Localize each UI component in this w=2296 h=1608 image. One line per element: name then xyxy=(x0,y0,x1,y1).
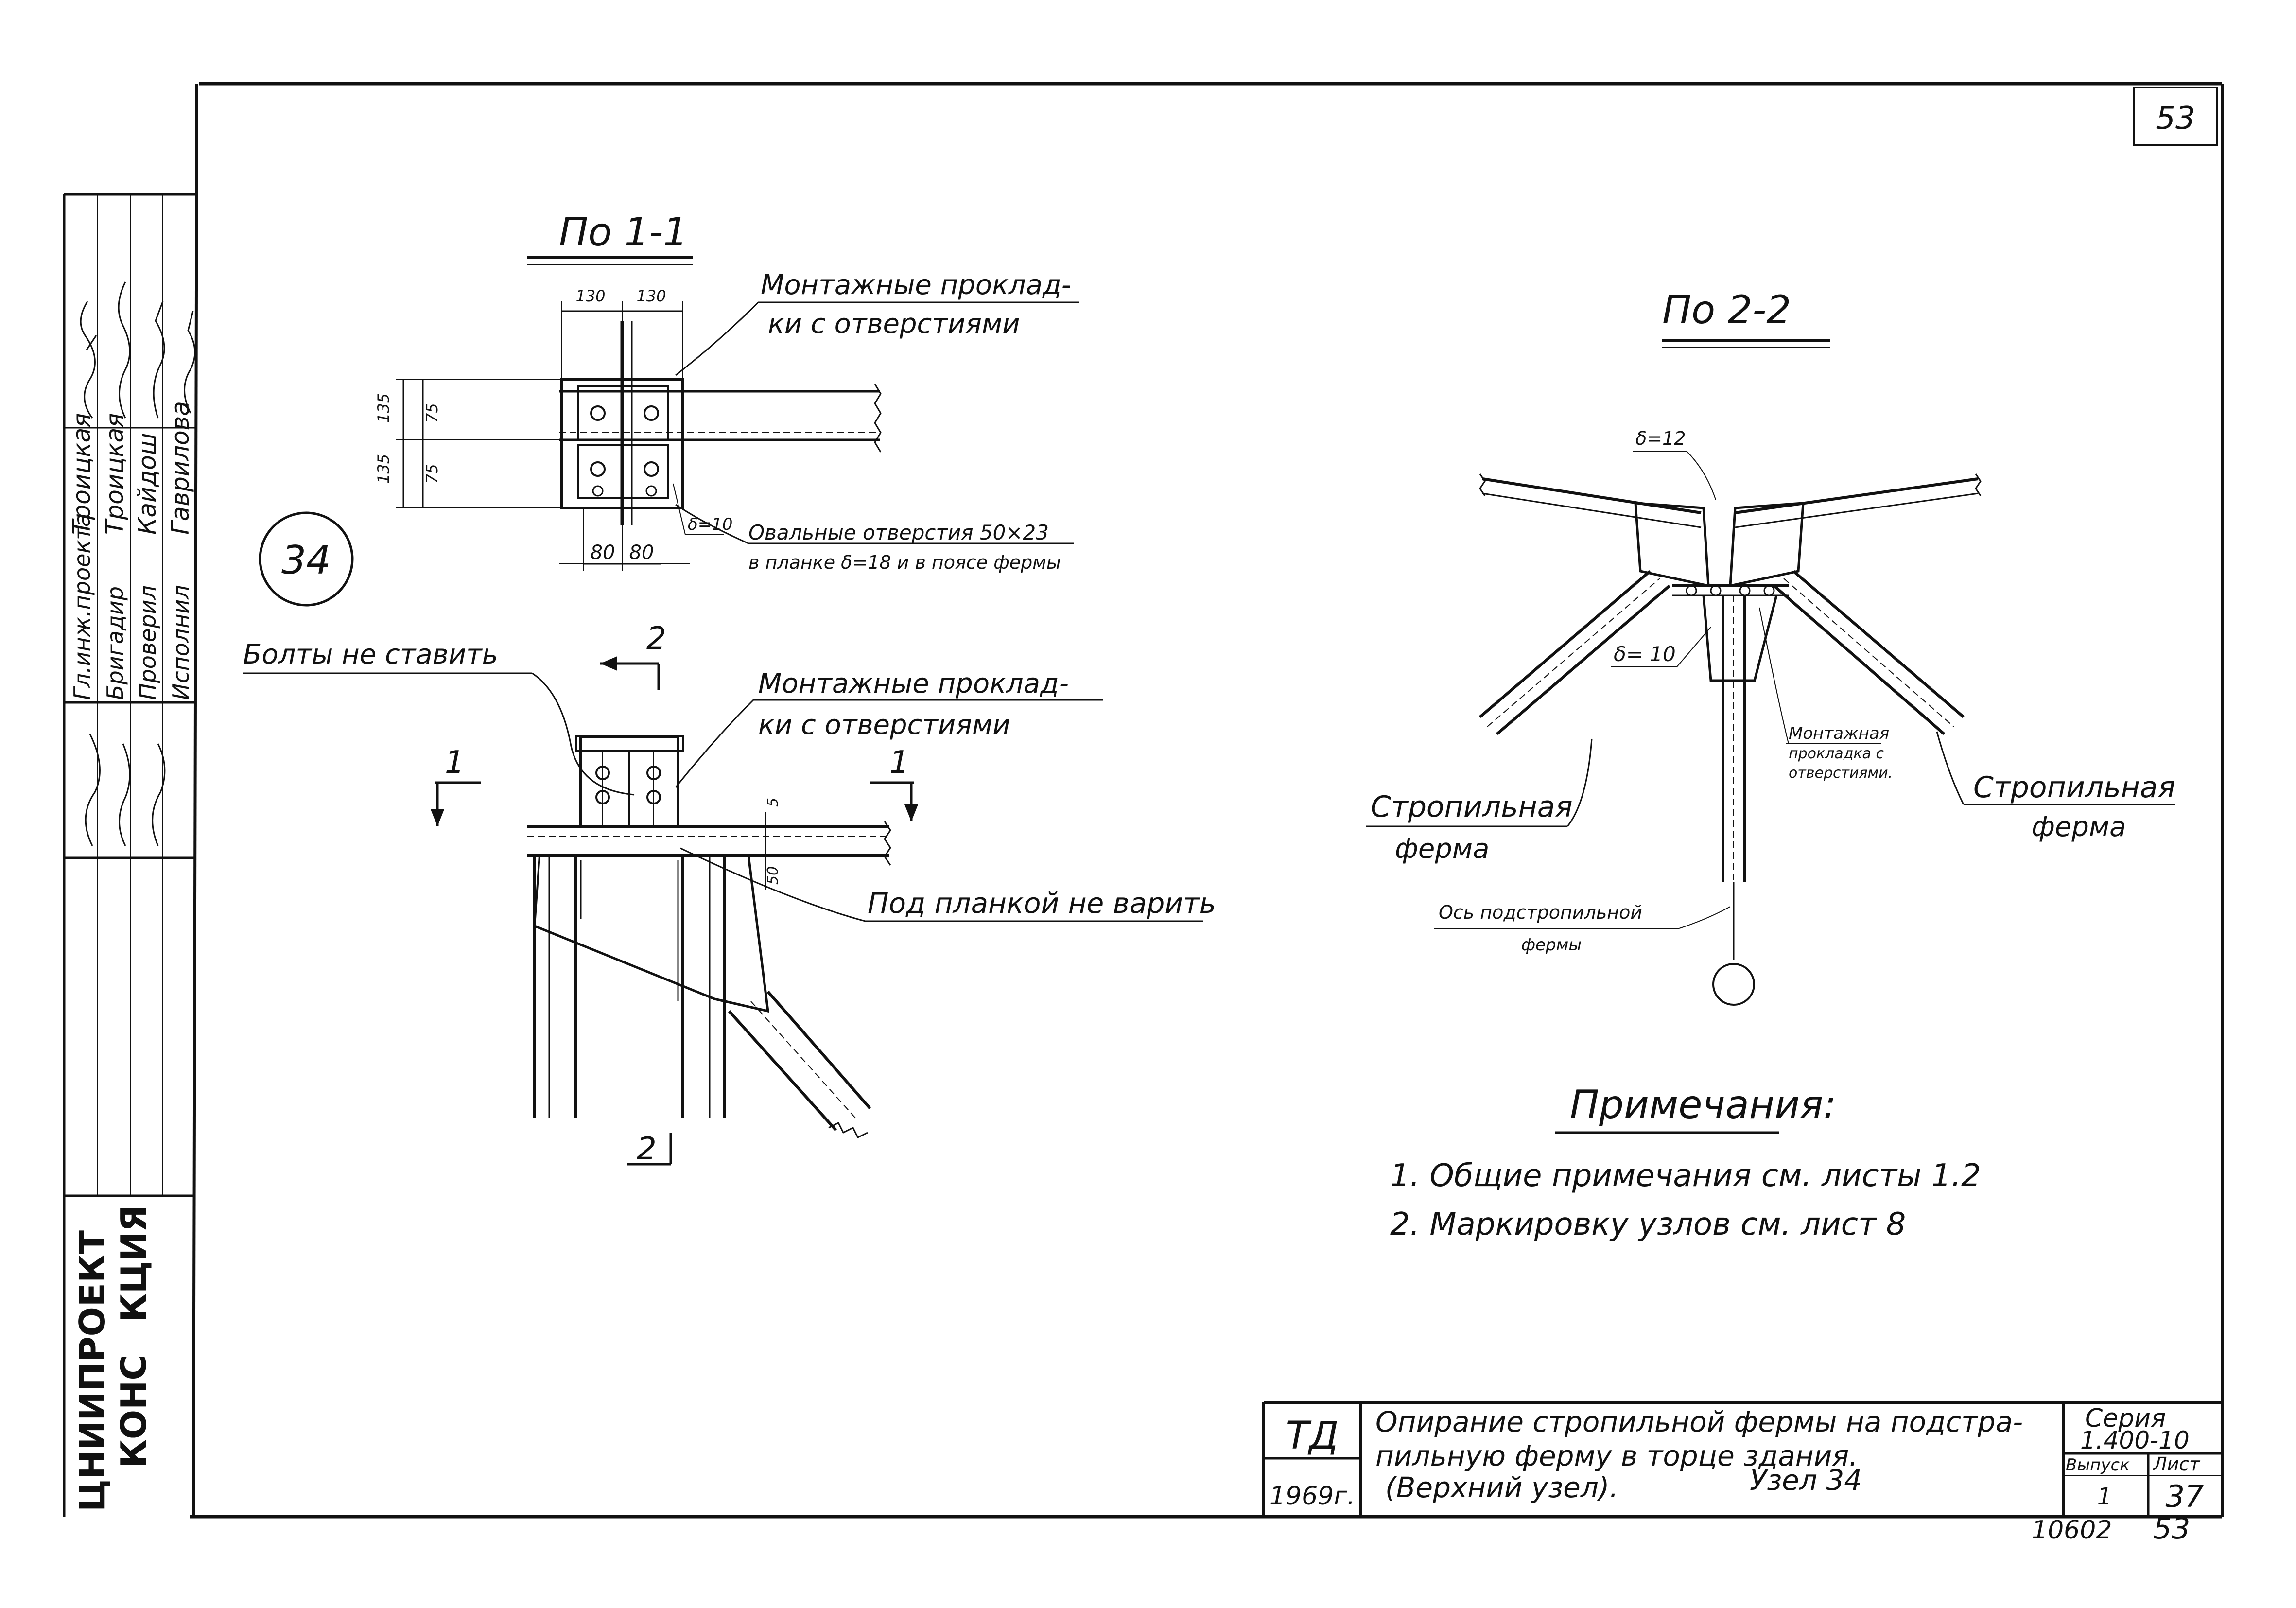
dim-top-right: 130 xyxy=(636,287,666,305)
pad-note-line3: отверстиями. xyxy=(1789,765,1893,782)
no-weld-note: Под планкой не варить xyxy=(868,887,1216,920)
org-line-1: ЦНИИПРОЕКТ xyxy=(72,1230,113,1512)
dim-bottom-left: 80 xyxy=(591,542,615,564)
dim-left-outer-top: 135 xyxy=(374,393,393,423)
truss-left-line1: Стропильная xyxy=(1371,790,1573,824)
signature-4 xyxy=(184,311,196,414)
truss-left-line2: ферма xyxy=(1395,833,1489,865)
notes: Примечания: 1. Общие примечания см. лист… xyxy=(1390,1082,1981,1242)
side-role-2: Бригадир xyxy=(102,586,128,700)
stamp-year: 1969г. xyxy=(1270,1482,1355,1511)
side-name-3: Кайдош xyxy=(133,433,161,535)
pad-note-line2: прокладка с xyxy=(1789,745,1884,762)
elevation-pads-line1: Монтажные проклад- xyxy=(758,668,1069,699)
title-stamp: ТД 1969г. Опирание стропильной фермы на … xyxy=(1262,1401,2222,1517)
org-line-3: КЦИЯ xyxy=(113,1205,154,1322)
stamp-title-line2: пильную ферму в торце здания. xyxy=(1375,1439,1858,1472)
axis-line2: фермы xyxy=(1521,935,1582,955)
issue-label: Выпуск xyxy=(2066,1455,2130,1475)
section-2-2-delta-top: δ=12 xyxy=(1635,428,1686,449)
cut-1-right: 1 xyxy=(889,745,909,781)
cut-1-left: 1 xyxy=(445,745,465,781)
notes-heading: Примечания: xyxy=(1570,1082,1836,1127)
node-marker: 34 xyxy=(259,511,354,607)
section-2-2: По 2-2 δ=12 xyxy=(1366,287,2175,1006)
issue-value: 1 xyxy=(2097,1483,2112,1510)
signature-2 xyxy=(118,281,131,419)
axis-line1: Ось подстропильной xyxy=(1439,902,1642,923)
dim-left-inner-top: 75 xyxy=(423,403,441,423)
note-1: 1. Общие примечания см. листы 1.2 xyxy=(1390,1158,1981,1194)
series-value: 1.400-10 xyxy=(2080,1426,2190,1454)
section-1-1-holes-line1: Овальные отверстия 50×23 xyxy=(748,521,1049,544)
node-number: 34 xyxy=(281,538,331,583)
truss-right-line2: ферма xyxy=(2032,811,2126,843)
stamp-title-line3: (Верхний узел). xyxy=(1385,1471,1618,1504)
side-role-3: Проверил xyxy=(135,585,161,700)
section-1-1-pads-line1: Монтажные проклад- xyxy=(761,269,1071,301)
dim-top-left: 130 xyxy=(575,287,605,305)
side-name-1: Троицкая xyxy=(68,413,96,535)
signature-3 xyxy=(153,301,165,419)
stamp-title-line1: Опирание стропильной фермы на подстра- xyxy=(1375,1405,2023,1438)
side-name-2: Троицкая xyxy=(101,413,129,535)
sheet-value: 37 xyxy=(2166,1479,2204,1514)
stamp-node: Узел 34 xyxy=(1750,1464,1862,1497)
signature-5 xyxy=(85,734,101,846)
signature-7 xyxy=(152,743,166,846)
cut-2-bottom: 2 xyxy=(637,1131,657,1167)
sheet-frame xyxy=(190,82,2224,1519)
side-block: Гл.инж.проекта Бригадир Проверил Исполни… xyxy=(63,193,196,1517)
section-1-1-title: По 1-1 xyxy=(559,210,688,255)
section-1-1-pads-line2: ки с отверстиями xyxy=(768,308,1020,340)
stamp-code: ТД xyxy=(1286,1414,1339,1458)
section-2-2-title: По 2-2 xyxy=(1662,287,1791,332)
side-role-4: Исполнил xyxy=(168,585,194,700)
archive-number: 10602 xyxy=(2032,1516,2112,1545)
dim-left-inner-bottom: 75 xyxy=(423,464,441,484)
sheet-number-box: 53 xyxy=(2133,87,2218,146)
elevation-pads-line2: ки с отверстиями xyxy=(758,709,1010,741)
section-1-1: По 1-1 130 130 135 75 75 xyxy=(374,210,1079,573)
bottom-page-number: 53 xyxy=(2153,1512,2190,1546)
side-name-4: Гаврилова xyxy=(166,401,194,535)
section-1-1-holes-line2: в планке δ=18 и в поясе фермы xyxy=(748,552,1061,573)
sheet-label: Лист xyxy=(2152,1453,2201,1475)
no-bolts-note: Болты не ставить xyxy=(243,639,498,670)
org-line-2: КОНС xyxy=(113,1355,154,1468)
cut-2-top: 2 xyxy=(646,621,666,657)
side-role-1: Гл.инж.проекта xyxy=(69,513,95,700)
note-2: 2. Маркировку узлов см. лист 8 xyxy=(1390,1206,1906,1242)
section-2-2-delta-mid: δ= 10 xyxy=(1614,642,1676,666)
signature-6 xyxy=(119,743,131,846)
truss-right-line1: Стропильная xyxy=(1973,770,2175,804)
dim-50: 50 xyxy=(765,866,782,885)
signature-1 xyxy=(80,301,97,419)
dim-left-outer-bottom: 135 xyxy=(374,454,393,484)
pad-note-line1: Монтажная xyxy=(1789,724,1889,743)
dim-bottom-right: 80 xyxy=(629,542,654,564)
series-label: Серия xyxy=(2085,1404,2166,1433)
elevation-view: Болты не ставить 2 2 1 1 xyxy=(243,621,1216,1167)
sheet-number: 53 xyxy=(2156,101,2195,137)
dim-5: 5 xyxy=(765,798,782,807)
